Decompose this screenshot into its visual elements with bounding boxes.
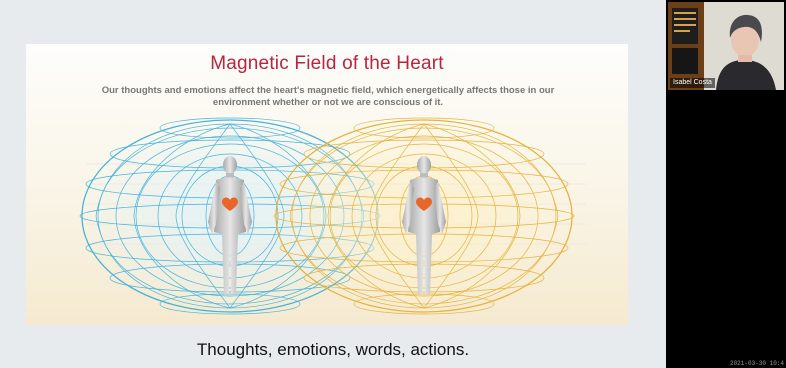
slide: Magnetic Field of the Heart Our thoughts… (26, 44, 628, 325)
shared-screen: Magnetic Field of the Heart Our thoughts… (0, 0, 666, 368)
slide-title: Magnetic Field of the Heart (26, 53, 628, 75)
participant-panel: Isabel Costa 2021-03-30 10:4 (666, 0, 786, 368)
slide-caption: Thoughts, emotions, words, actions. (0, 340, 666, 360)
slide-subtitle: Our thoughts and emotions affect the hea… (72, 85, 584, 109)
participant-name-label: Isabel Costa (670, 78, 715, 88)
participant-video-tile[interactable]: Isabel Costa (668, 2, 784, 90)
participant-video (668, 2, 784, 90)
recording-timestamp: 2021-03-30 10:4 (730, 360, 784, 367)
